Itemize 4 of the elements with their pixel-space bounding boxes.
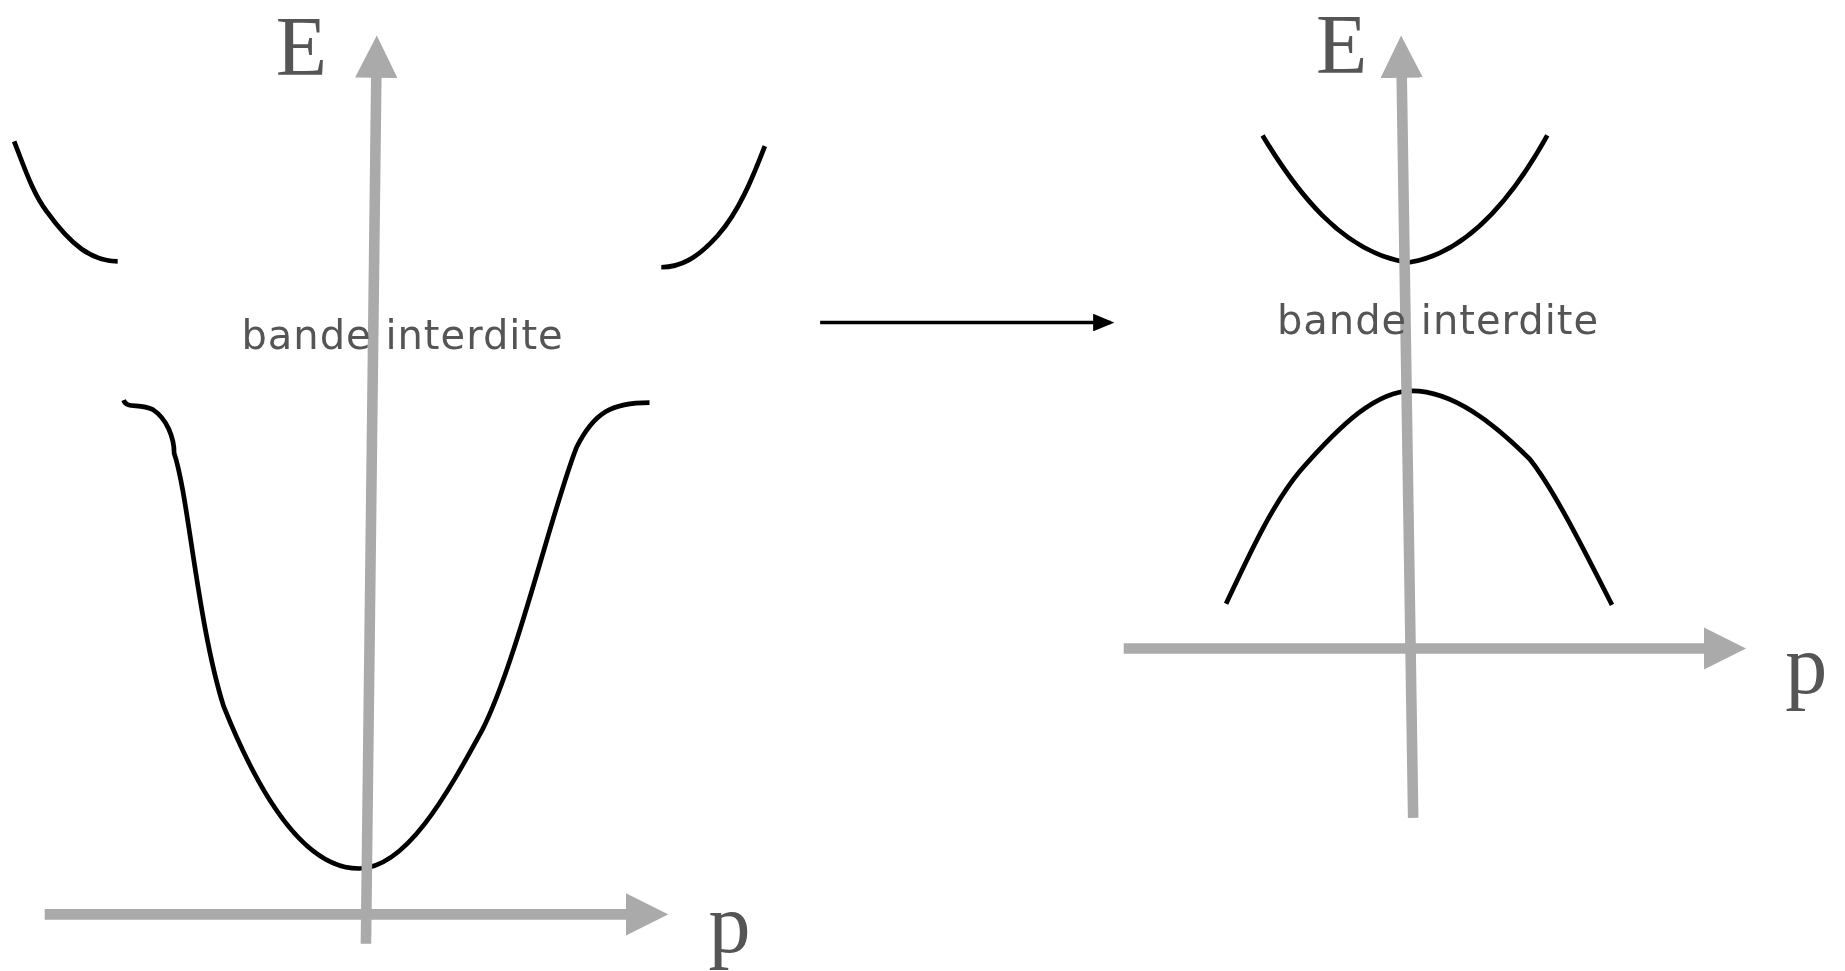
axis-label: E xyxy=(1315,2,1368,87)
gap-label: bande interdite xyxy=(1276,300,1600,341)
gap-label: bande interdite xyxy=(241,315,564,356)
axis-label: E xyxy=(275,5,328,90)
